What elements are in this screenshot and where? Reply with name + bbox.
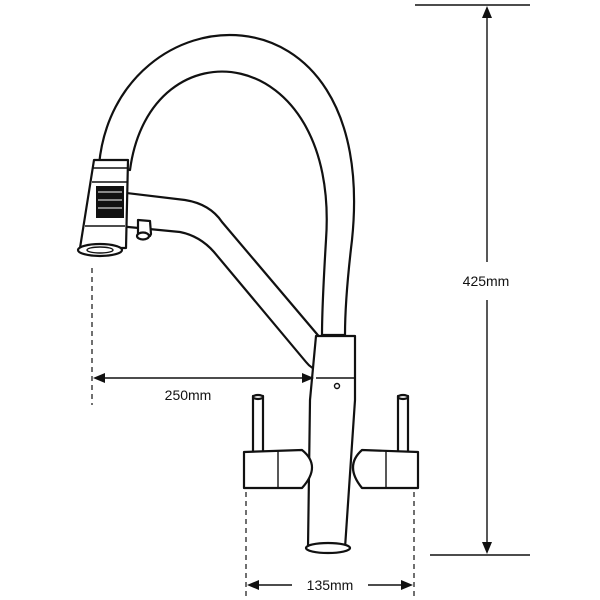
spray-button (135, 218, 153, 241)
spray-head (76, 158, 130, 258)
left-handle (242, 393, 314, 490)
reach-arrow-left (93, 373, 105, 383)
height-dimension-label: 425mm (463, 273, 510, 289)
flexible-hose (97, 33, 356, 337)
base-width-dimension-label: 135mm (307, 577, 354, 593)
reach-dimension-label: 250mm (165, 387, 212, 403)
height-dimension: 425mm (415, 4, 530, 556)
base-arrow-left (247, 580, 259, 590)
base-arrow-right (401, 580, 413, 590)
reach-dimension: 250mm (91, 268, 314, 405)
spray-head-band (96, 186, 124, 218)
height-arrow-bottom (482, 542, 492, 554)
right-handle (351, 393, 420, 490)
spout-arm (116, 190, 328, 371)
reach-arrow-right (302, 373, 314, 383)
tap-body (304, 334, 357, 555)
base-width-dimension: 135mm (245, 492, 415, 596)
height-arrow-top (482, 6, 492, 18)
